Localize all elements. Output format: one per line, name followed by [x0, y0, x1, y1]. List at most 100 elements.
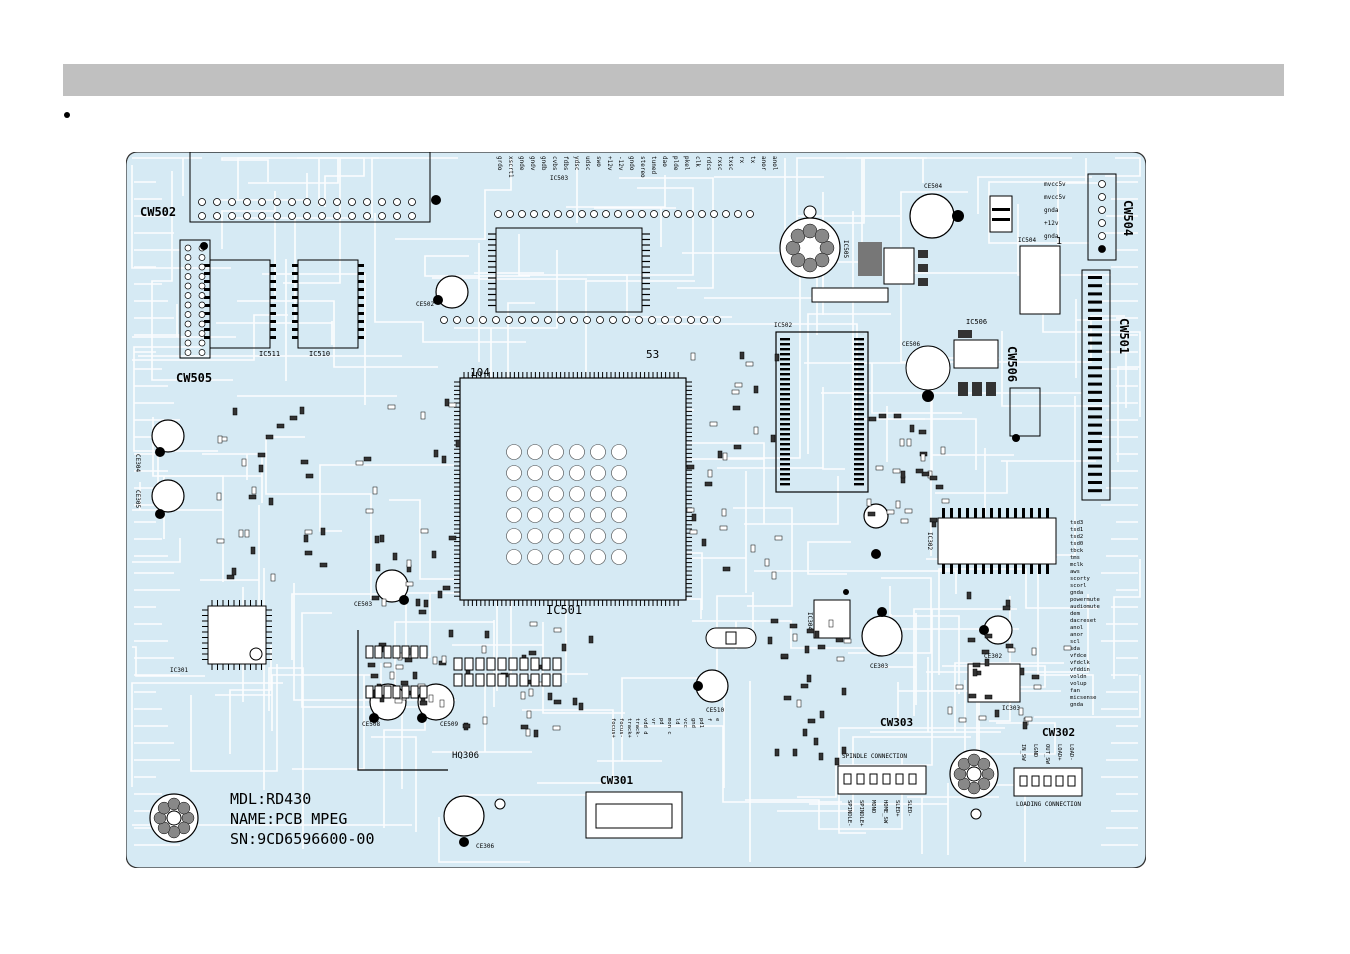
smd-component — [257, 452, 266, 458]
mounting-hole — [494, 798, 506, 810]
smd-component — [365, 685, 374, 699]
cw301-outline — [585, 791, 683, 839]
bga-ball — [611, 486, 627, 502]
bga-ball — [506, 549, 522, 565]
cw502-pad — [258, 212, 266, 220]
smd-component — [484, 630, 490, 639]
smd-component — [783, 695, 792, 701]
electrolytic-capacitor — [151, 419, 185, 453]
bga-ball — [506, 465, 522, 481]
smd-component — [519, 673, 529, 687]
cw502-pin-label: fdbs — [562, 156, 569, 171]
cw302-pin-label: LOAD- — [1068, 744, 1074, 761]
smd-component — [958, 717, 967, 723]
smd-component — [305, 473, 314, 479]
ic511-label: IC511 — [259, 350, 280, 358]
cw501-pin-label: gnda — [1070, 590, 1083, 596]
smd-component — [374, 685, 383, 699]
cw502-pin-label: pkel — [683, 156, 690, 171]
capacitor-polarity-mark — [417, 713, 427, 723]
cw502-pad — [378, 212, 386, 220]
smd-component — [572, 697, 578, 706]
header-pad — [544, 316, 552, 324]
cw504-pin-label: gnda — [1044, 207, 1059, 214]
ic502-label: IC502 — [774, 322, 792, 329]
smd-component — [410, 685, 419, 699]
smd-component — [464, 657, 474, 671]
smd-component — [806, 674, 812, 683]
bga-ball — [590, 528, 606, 544]
mounting-hole — [803, 205, 817, 219]
cw302-pin-label: OUT_SW — [1044, 744, 1050, 765]
cw501-pad — [1088, 292, 1102, 296]
smd-component — [448, 535, 457, 541]
bga-ball — [527, 486, 543, 502]
smd-component — [843, 638, 852, 644]
smd-component — [900, 470, 906, 479]
smd-component — [800, 683, 809, 689]
cw504-label: CW504 — [1121, 200, 1135, 236]
cw501-pin-label: sda — [1070, 646, 1080, 652]
hq306-label: HQ306 — [452, 751, 479, 761]
smd-component — [701, 538, 707, 547]
cw505-pad — [198, 330, 206, 337]
ic506-label: IC506 — [966, 318, 987, 326]
smd-component — [412, 671, 418, 680]
cw501-pad — [1088, 366, 1102, 370]
header-pad — [734, 210, 742, 218]
smd-component — [1019, 667, 1025, 676]
bga-ball — [590, 549, 606, 565]
smd-component — [419, 645, 428, 659]
smd-component — [900, 518, 909, 524]
cw505-label: CW505 — [176, 371, 212, 385]
cw504-pad — [1098, 206, 1106, 214]
cw501-pin-label: vfdclk — [1070, 660, 1091, 666]
ce303-label: CE303 — [870, 663, 888, 670]
cw502-pad — [288, 212, 296, 220]
cw502-pin-label: dao — [661, 156, 668, 167]
smd-component — [410, 645, 419, 659]
cw301-pin-label: gnd — [690, 718, 696, 728]
smd-component — [442, 585, 451, 591]
smd-component — [533, 729, 539, 738]
cw303-pin-label: SLED+ — [894, 800, 900, 817]
smd-component — [453, 657, 463, 671]
smd-component — [244, 529, 250, 538]
ce304-label: CE304 — [134, 454, 141, 472]
smd-component — [431, 550, 437, 559]
cw504-pin-label: mvcc5v — [1044, 194, 1066, 201]
header-pad — [638, 210, 646, 218]
capacitor-polarity-mark — [871, 549, 881, 559]
header-bar — [63, 64, 1284, 96]
cw505-outline — [179, 239, 211, 359]
bga-ball — [569, 444, 585, 460]
cw301-pin-label: ld — [674, 718, 680, 725]
smd-component — [588, 635, 594, 644]
cw302-pad — [1043, 775, 1052, 787]
smd-component — [299, 406, 305, 415]
ic503-outline — [495, 227, 643, 313]
smd-component — [383, 645, 392, 659]
ic302-label: IC302 — [926, 532, 933, 550]
header-pad — [622, 316, 630, 324]
smd-component — [423, 599, 429, 608]
cw501-pin-label: micsense — [1070, 695, 1097, 701]
smd-component — [686, 507, 695, 513]
cw501-pad — [1088, 341, 1102, 345]
smd-component — [392, 645, 401, 659]
smd-component — [984, 658, 990, 667]
smd-component — [707, 469, 713, 478]
smd-component — [300, 459, 309, 465]
smd-component — [915, 468, 924, 474]
smd-component — [1018, 707, 1024, 716]
smd-component — [886, 509, 895, 515]
smd-component — [920, 453, 926, 462]
cw505-pad — [198, 292, 206, 299]
cw301-pin-label: track- — [634, 718, 640, 738]
cw501-pin-label: scl — [1070, 639, 1080, 645]
cw501-pad — [1088, 456, 1102, 460]
header-pad — [494, 210, 502, 218]
cw501-pad — [1088, 390, 1102, 394]
smd-component — [972, 662, 981, 668]
smd-component — [841, 746, 847, 755]
